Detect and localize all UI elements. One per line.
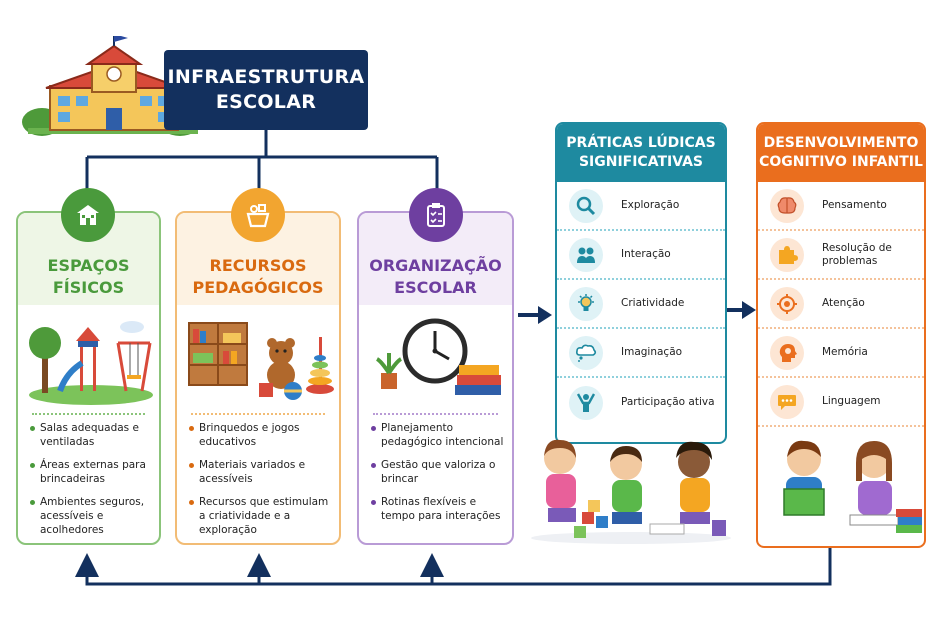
- desenvolvimento-label-1: Pensamento: [822, 199, 887, 211]
- organizacao-escolar-card: ORGANIZAÇÃO ESCOLAR Planejamento pedagóg…: [357, 211, 514, 545]
- desenvolvimento-cognitivo-panel: DESENVOLVIMENTO COGNITIVO INFANTIL Pensa…: [756, 122, 926, 548]
- recursos-item-1: Brinquedos e jogos educativos: [189, 421, 331, 449]
- desenvolvimento-row-pensamento: Pensamento: [758, 182, 924, 231]
- playground-illustration: [29, 321, 153, 405]
- praticas-ludicas-panel: PRÁTICAS LÚDICAS SIGNIFICATIVAS Exploraç…: [555, 122, 727, 444]
- children-reading-illustration: [783, 440, 922, 533]
- organizacao-title-2: ESCOLAR: [394, 278, 477, 297]
- praticas-label-2: Interação: [621, 248, 671, 260]
- desenvolvimento-row-resolucao: Resolução de problemas: [758, 231, 924, 280]
- praticas-row-exploracao: Exploração: [557, 182, 725, 231]
- praticas-label-5: Participação ativa: [621, 396, 715, 408]
- desenvolvimento-title-1: DESENVOLVIMENTO: [763, 135, 919, 151]
- praticas-row-interacao: Interação: [557, 231, 725, 280]
- speech-bubble-icon: [770, 384, 804, 419]
- desenvolvimento-title-2: COGNITIVO INFANTIL: [759, 154, 923, 170]
- clock-books-illustration: [375, 318, 501, 395]
- head-memory-icon: [770, 335, 804, 370]
- desenvolvimento-label-2: Resolução de problemas: [822, 241, 892, 267]
- espacos-title-1: ESPAÇOS: [47, 256, 130, 275]
- recursos-item-3: Recursos que estimulam a criatividade e …: [189, 495, 331, 537]
- espacos-item-1: Salas adequadas e ventiladas: [30, 421, 151, 449]
- recursos-pedagogicos-card: RECURSOS PEDAGÓGICOS Brinquedos e jogos …: [175, 211, 341, 545]
- espacos-item-3: Ambientes seguros, acessíveis e acolhedo…: [30, 495, 151, 537]
- clipboard-checklist-icon: [409, 188, 463, 242]
- organizacao-item-3: Rotinas flexíveis e tempo para interaçõe…: [371, 495, 504, 523]
- basket-icon: [231, 188, 285, 242]
- organizacao-title-1: ORGANIZAÇÃO: [369, 256, 502, 275]
- organizacao-item-1: Planejamento pedagógico intencional: [371, 421, 504, 449]
- recursos-title-1: RECURSOS: [209, 256, 307, 275]
- magnifier-icon: [569, 188, 603, 223]
- desenvolvimento-label-4: Memória: [822, 346, 868, 358]
- espacos-fisicos-card: ESPAÇOS FÍSICOS Salas adequadas e ventil…: [16, 211, 161, 545]
- puzzle-icon: [770, 237, 804, 272]
- thought-cloud-icon: [569, 335, 603, 370]
- raised-arms-person-icon: [569, 385, 603, 420]
- school-icon: [61, 188, 115, 242]
- children-playing-illustration: [531, 439, 731, 544]
- desenvolvimento-row-atencao: Atenção: [758, 280, 924, 329]
- praticas-label-3: Criatividade: [621, 297, 685, 309]
- praticas-label-4: Imaginação: [621, 346, 683, 358]
- title-line-1: INFRAESTRUTURA: [167, 66, 365, 88]
- toys-illustration: [188, 322, 334, 400]
- desenvolvimento-label-5: Linguagem: [822, 395, 881, 407]
- praticas-label-1: Exploração: [621, 199, 680, 211]
- desenvolvimento-label-3: Atenção: [822, 297, 865, 309]
- praticas-title-2: SIGNIFICATIVAS: [578, 154, 704, 170]
- praticas-row-criatividade: Criatividade: [557, 280, 725, 329]
- target-icon: [770, 286, 804, 321]
- desenvolvimento-row-memoria: Memória: [758, 329, 924, 378]
- title-line-2: ESCOLAR: [215, 91, 317, 113]
- infraestrutura-escolar-title: INFRAESTRUTURA ESCOLAR: [164, 50, 368, 130]
- recursos-title-2: PEDAGÓGICOS: [192, 278, 324, 297]
- brain-icon: [770, 188, 804, 223]
- desenvolvimento-row-linguagem: Linguagem: [758, 378, 924, 427]
- praticas-title-1: PRÁTICAS LÚDICAS: [566, 135, 716, 151]
- recursos-item-2: Materiais variados e acessíveis: [189, 458, 331, 486]
- espacos-item-2: Áreas externas para brincadeiras: [30, 458, 151, 486]
- praticas-row-participacao: Participação ativa: [557, 378, 725, 427]
- people-icon: [569, 237, 603, 272]
- lightbulb-icon: [569, 286, 603, 321]
- espacos-title-2: FÍSICOS: [52, 278, 125, 297]
- praticas-row-imaginacao: Imaginação: [557, 329, 725, 378]
- organizacao-item-2: Gestão que valoriza o brincar: [371, 458, 504, 486]
